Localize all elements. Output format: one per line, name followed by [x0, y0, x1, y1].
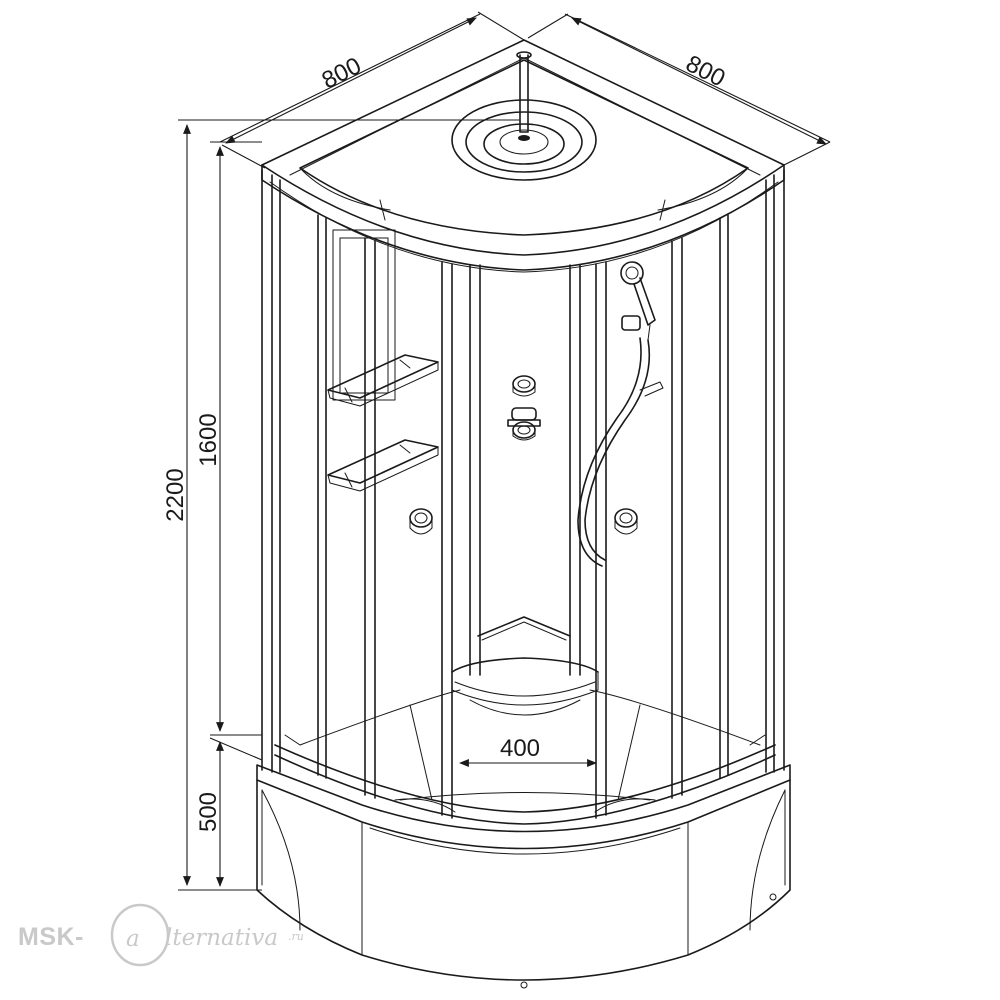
dimension-lines — [178, 11, 831, 891]
watermark-logo: MSK- a lternativa .ru — [18, 903, 304, 967]
dim-height-tray: 500 — [195, 792, 222, 832]
dim-height-total: 2200 — [162, 468, 189, 521]
back-wall — [332, 229, 581, 676]
at-sign-icon: a — [110, 903, 170, 967]
glass-doors — [261, 169, 785, 825]
dim-width-left: 800 — [318, 52, 366, 94]
watermark-brand-suffix: .ru — [288, 930, 304, 943]
dim-height-cabin: 1600 — [195, 413, 222, 466]
watermark-brand-prefix: MSK- — [18, 923, 84, 951]
shower-tray — [256, 689, 791, 989]
side-jet-left — [409, 508, 433, 535]
control-knob-top — [512, 375, 536, 397]
watermark-brand-script: lternativa — [165, 925, 278, 951]
mixer-tap — [507, 407, 541, 441]
dim-seat-width: 400 — [500, 735, 540, 762]
dim-width-right: 800 — [681, 50, 729, 92]
hand-shower — [577, 261, 664, 567]
shelf-upper — [327, 354, 439, 407]
shelf-lower — [327, 439, 439, 492]
corner-seat — [451, 616, 599, 716]
svg-text:a: a — [126, 926, 140, 952]
side-jet-right — [614, 508, 638, 535]
